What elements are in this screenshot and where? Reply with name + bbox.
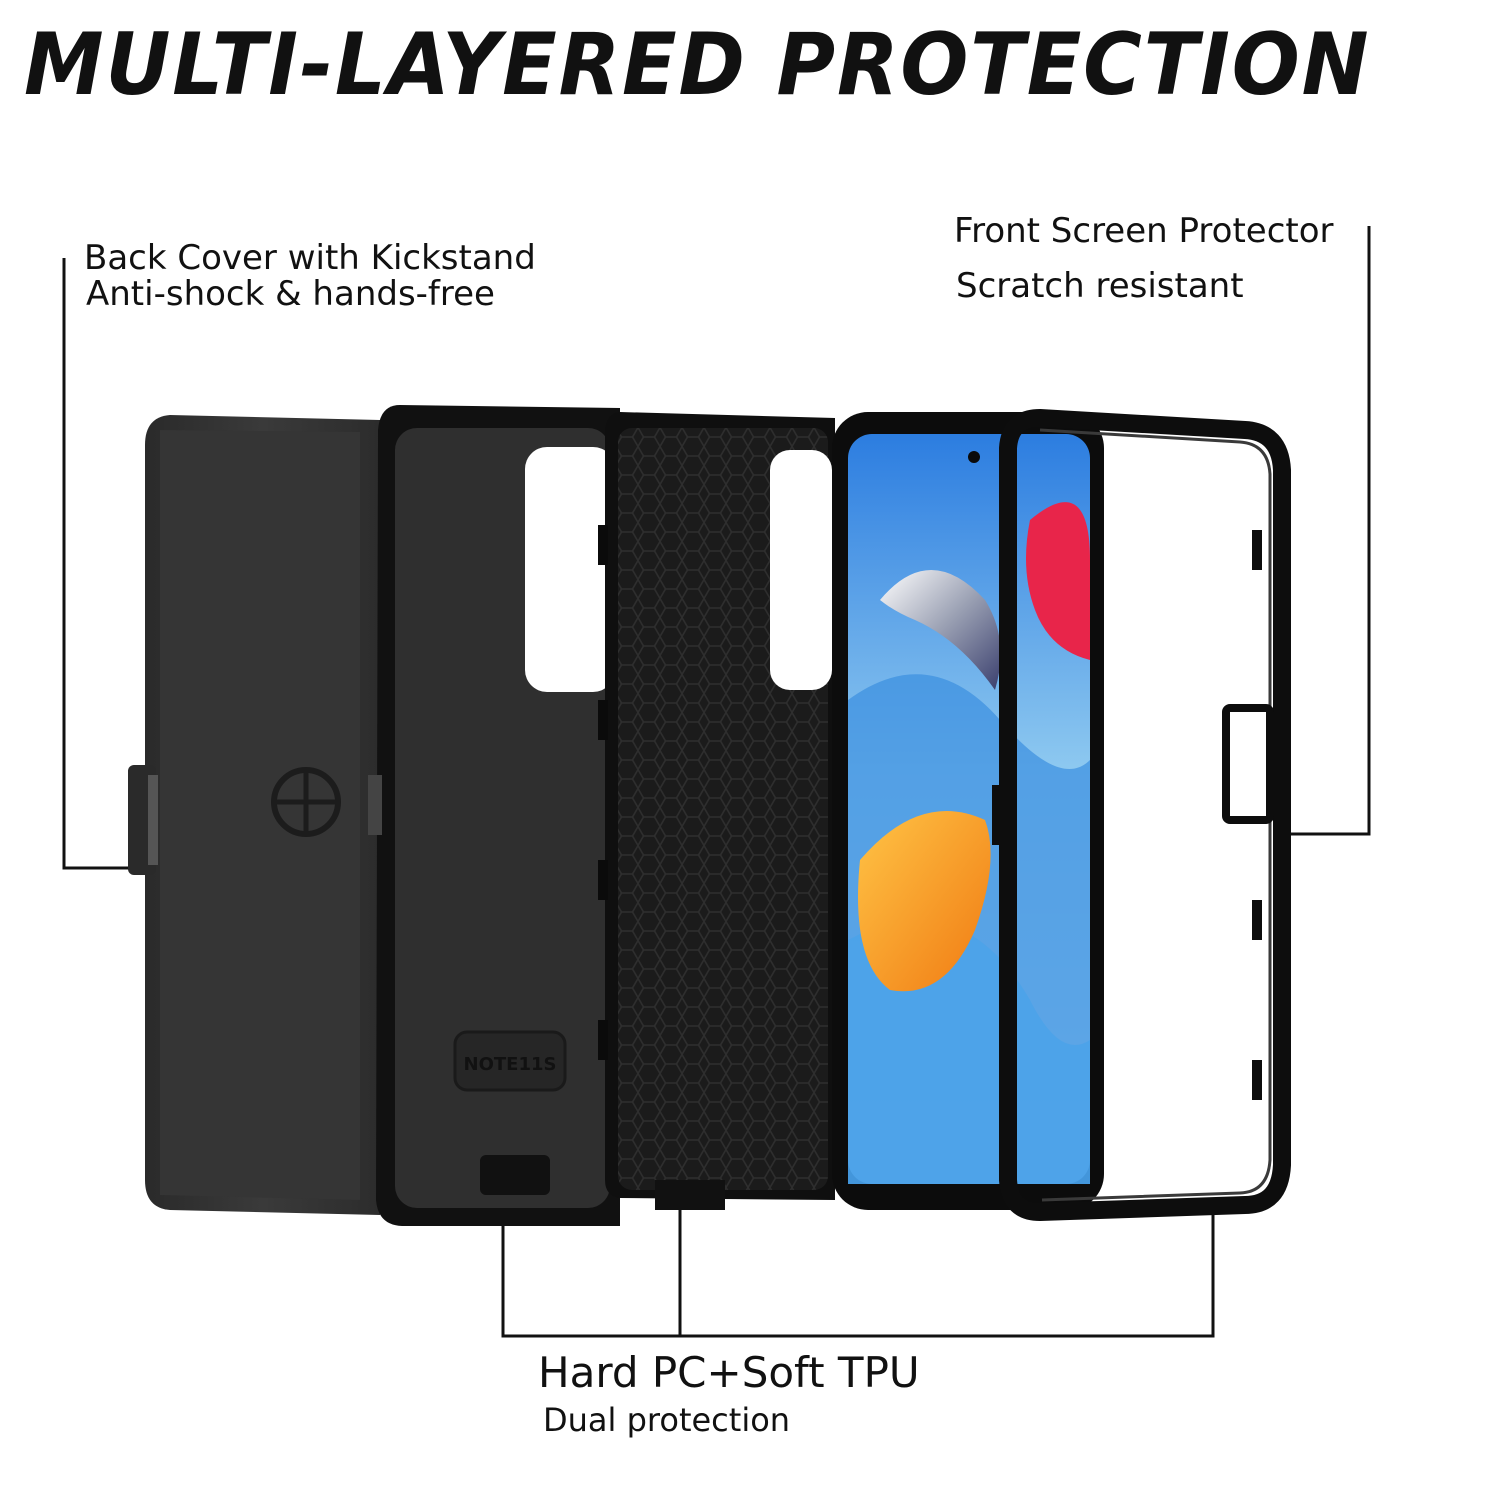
phone bbox=[832, 412, 1104, 1210]
hard-pc-shell: NOTE11S bbox=[368, 405, 620, 1226]
case-model-label: NOTE11S bbox=[464, 1054, 557, 1075]
soft-tpu-liner bbox=[598, 412, 835, 1210]
back-cover-leader-line bbox=[62, 258, 140, 870]
front-screen-leader-line bbox=[1284, 226, 1371, 836]
callout-lines bbox=[62, 226, 1371, 1338]
kickstand-dial-icon bbox=[271, 767, 341, 837]
shell-leader-line bbox=[501, 1207, 1215, 1338]
front-screen-subtitle: Scratch resistant bbox=[956, 266, 1244, 306]
shell-title: Hard PC+Soft TPU bbox=[538, 1348, 920, 1397]
shell-subtitle: Dual protection bbox=[543, 1401, 791, 1439]
front-camera-icon bbox=[968, 451, 980, 463]
front-screen-title: Front Screen Protector bbox=[954, 211, 1334, 251]
back-cover-title: Back Cover with Kickstand bbox=[84, 238, 536, 278]
back-cover-subtitle: Anti-shock & hands-free bbox=[86, 274, 495, 314]
front-frame bbox=[992, 408, 1291, 1222]
holster-kickstand bbox=[128, 415, 380, 1215]
headline: MULTI-LAYERED PROTECTION bbox=[24, 15, 1371, 115]
